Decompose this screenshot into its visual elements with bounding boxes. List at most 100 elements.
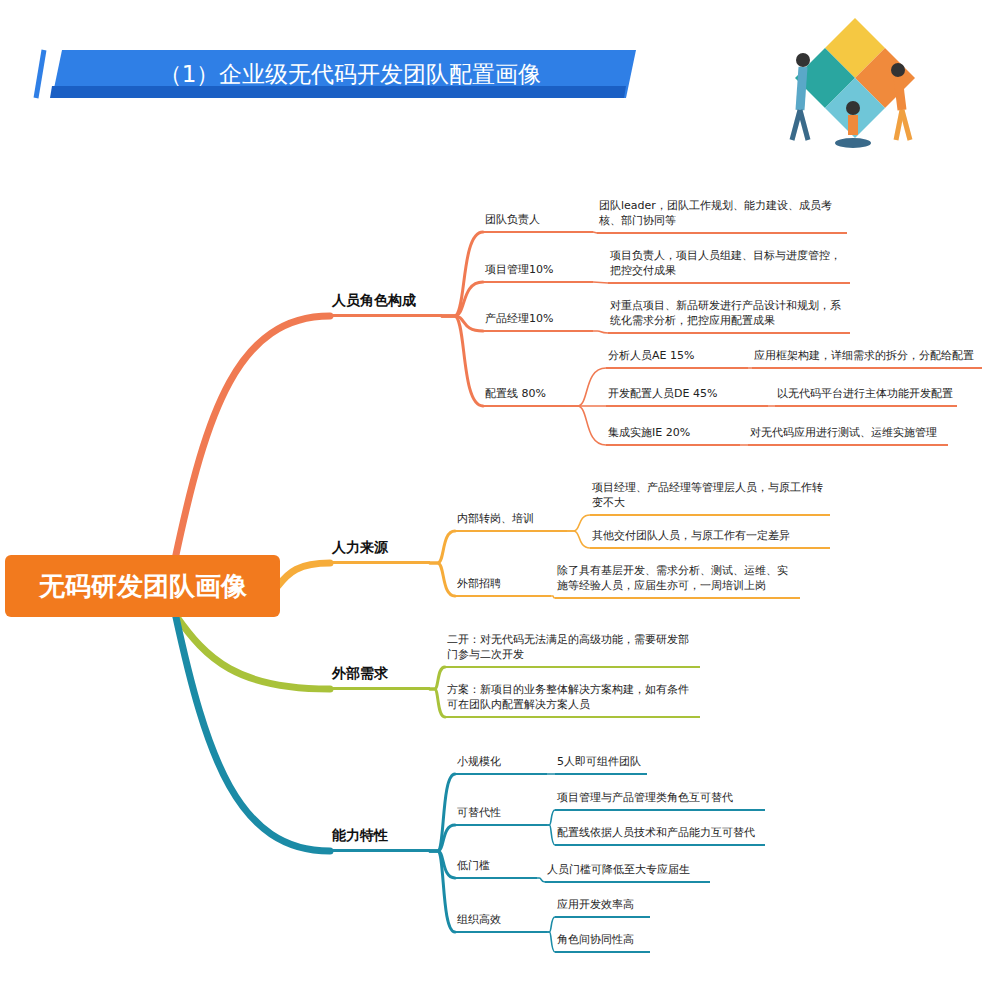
subtopic: 人员门槛可降低至大专应届生	[545, 862, 710, 883]
subtopic: 组织高效	[455, 912, 547, 933]
topic-text: 应用开发效率高	[557, 897, 648, 912]
subtopic: 内部转岗、培训	[455, 511, 567, 532]
branch-connector	[547, 917, 555, 932]
subtopic: 应用开发效率高	[555, 897, 650, 918]
branch-topic: 能力特性	[330, 826, 430, 852]
topic-text: 应用框架构建，详细需求的拆分，分配给配置	[754, 348, 980, 363]
subtopic: 配置线依据人员技术和产品能力互可替代	[555, 825, 765, 846]
branch-connector	[547, 825, 555, 845]
topic-text: 团队leader，团队工作规划、能力建设、成员考核、部门协同等	[599, 198, 845, 228]
branch-topic: 人力来源	[330, 538, 430, 564]
branch-connector	[567, 515, 590, 531]
branch-connector	[442, 316, 483, 331]
branch-connector	[430, 689, 445, 717]
branch-connector	[176, 316, 331, 557]
subtopic: 5人即可组件团队	[555, 754, 647, 775]
branch-connector	[430, 774, 455, 851]
topic-text: 角色间协同性高	[557, 932, 648, 947]
topic-text: 内部转岗、培训	[457, 511, 565, 526]
topic-text: 项目经理、产品经理等管理层人员，与原工作转变不大	[592, 480, 828, 510]
subtopic: 分析人员AE 15%	[606, 348, 748, 369]
topic-text: 对无代码应用进行测试、运维实施管理	[750, 425, 946, 440]
branch-connector	[430, 531, 455, 563]
topic-text: 项目负责人，项目人员组建、目标与进度管控，把控交付成果	[610, 248, 848, 278]
banner-shadow	[50, 86, 626, 98]
branch-connector	[430, 667, 445, 689]
topic-text: 开发配置人员DE 45%	[608, 386, 766, 401]
topic-text: 5人即可组件团队	[557, 754, 645, 769]
subtopic: 项目管理10%	[483, 262, 593, 283]
topic-text: 分析人员AE 15%	[608, 348, 746, 363]
topic-text: 团队负责人	[485, 212, 591, 227]
topic-text: 配置线 80%	[485, 386, 563, 401]
topic-text: 外部招聘	[457, 576, 549, 591]
topic-text: 集成实施IE 20%	[608, 425, 738, 440]
topic-text: 配置线依据人员技术和产品能力互可替代	[557, 825, 763, 840]
topic-text: 除了具有基层开发、需求分析、测试、运维、实施等经验人员，应届生亦可，一周培训上岗	[557, 563, 798, 593]
subtopic: 项目管理与产品管理类角色互可替代	[555, 790, 765, 811]
branch-topic: 人员角色构成	[330, 291, 442, 317]
subtopic: 低门槛	[455, 858, 537, 879]
subtopic: 项目经理、产品经理等管理层人员，与原工作转变不大	[590, 480, 830, 516]
topic-text: 以无代码平台进行主体功能开发配置	[777, 386, 955, 401]
subtopic: 角色间协同性高	[555, 932, 650, 953]
title-text: （1）企业级无代码开发团队配置画像	[159, 61, 542, 87]
topic-text: 项目管理10%	[485, 262, 591, 277]
subtopic: 产品经理10%	[483, 311, 593, 332]
subtopic: 对无代码应用进行测试、运维实施管理	[748, 425, 948, 446]
topic-text: 方案：新项目的业务整体解决方案构建，如有条件可在团队内配置解决方案人员	[447, 682, 698, 712]
topic-text: 外部需求	[332, 664, 428, 682]
central-topic: 无码研发团队画像	[5, 555, 280, 617]
subtopic: 开发配置人员DE 45%	[606, 386, 768, 407]
topic-text: 人员门槛可降低至大专应届生	[547, 862, 708, 877]
subtopic: 应用框架构建，详细需求的拆分，分配给配置	[752, 348, 982, 369]
banner-stripe	[36, 50, 44, 98]
topic-text: 无码研发团队画像	[39, 569, 247, 604]
subtopic: 对重点项目、新品研发进行产品设计和规划，系统化需求分析，把控应用配置成果	[608, 298, 850, 334]
subtopic: 以无代码平台进行主体功能开发配置	[775, 386, 957, 407]
branch-connector	[176, 615, 331, 851]
branch-connector	[537, 878, 545, 882]
branch-connector	[547, 932, 555, 952]
subtopic: 团队负责人	[483, 212, 593, 233]
topic-text: 人力来源	[332, 538, 428, 556]
branch-connector	[768, 405, 775, 407]
topic-text: 可替代性	[457, 805, 545, 820]
branch-connector	[278, 563, 330, 586]
topic-text: 低门槛	[457, 858, 535, 873]
branch-connector	[547, 810, 555, 825]
page-title: （1）企业级无代码开发团队配置画像	[70, 56, 630, 92]
subtopic: 团队leader，团队工作规划、能力建设、成员考核、部门协同等	[597, 198, 847, 234]
topic-text: 对重点项目、新品研发进行产品设计和规划，系统化需求分析，把控应用配置成果	[610, 298, 848, 328]
topic-text: 人员角色构成	[332, 291, 440, 309]
branch-connector	[567, 531, 590, 548]
branch-connector	[430, 825, 455, 851]
branch-connector	[442, 316, 483, 406]
branch-connector	[547, 773, 555, 775]
topic-text: 产品经理10%	[485, 311, 591, 326]
subtopic: 二开：对无代码无法满足的高级功能，需要研发部门参与二次开发	[445, 632, 700, 668]
topic-text: 能力特性	[332, 826, 428, 844]
subtopic: 可替代性	[455, 805, 547, 826]
subtopic: 其他交付团队人员，与原工作有一定差异	[590, 528, 830, 549]
branch-connector	[442, 282, 483, 316]
branch-connector	[593, 282, 608, 283]
branch-topic: 外部需求	[330, 664, 430, 690]
subtopic: 配置线 80%	[483, 386, 565, 407]
branch-connector	[430, 851, 455, 932]
branch-connector	[430, 563, 455, 596]
branch-connector	[176, 615, 331, 689]
topic-text: 其他交付团队人员，与原工作有一定差异	[592, 528, 828, 543]
branch-connector	[593, 331, 608, 333]
topic-text: 项目管理与产品管理类角色互可替代	[557, 790, 763, 805]
branch-connector	[565, 368, 606, 406]
subtopic: 除了具有基层开发、需求分析、测试、运维、实施等经验人员，应届生亦可，一周培训上岗	[555, 563, 800, 599]
topic-text: 小规模化	[457, 754, 545, 769]
branch-connector	[740, 444, 748, 446]
subtopic: 项目负责人，项目人员组建、目标与进度管控，把控交付成果	[608, 248, 850, 284]
subtopic: 集成实施IE 20%	[606, 425, 740, 446]
topic-text: 组织高效	[457, 912, 545, 927]
topic-text: 二开：对无代码无法满足的高级功能，需要研发部门参与二次开发	[447, 632, 698, 662]
branch-connector	[442, 232, 483, 316]
